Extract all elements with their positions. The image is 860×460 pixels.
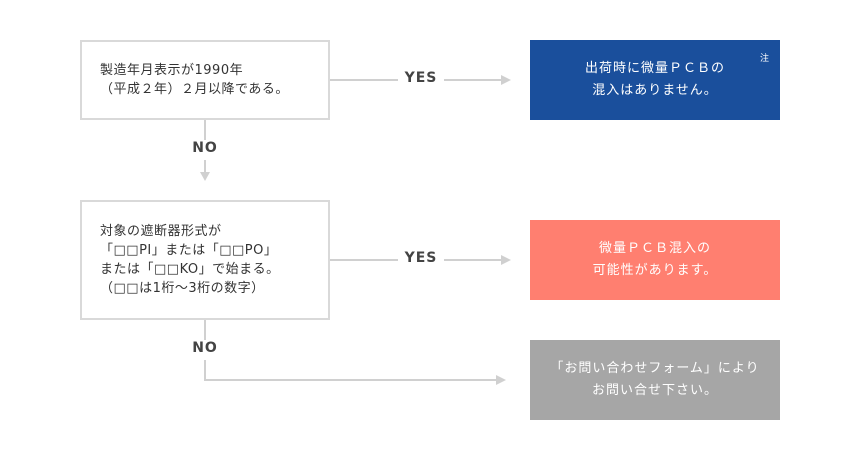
arrowhead-q2-no bbox=[496, 375, 506, 385]
no-label-2: NO bbox=[187, 340, 223, 360]
result-box-no-pcb: 出荷時に微量ＰＣＢの 混入はありません。 注 bbox=[530, 40, 780, 120]
yes-label-1: YES bbox=[398, 70, 444, 90]
question-2-line-4: （□□は1桁〜3桁の数字） bbox=[100, 281, 265, 296]
question-1-line-1: 製造年月表示が1990年 bbox=[100, 63, 244, 78]
result-2-line-2: 可能性があります。 bbox=[592, 263, 718, 278]
question-2-line-1: 対象の遮断器形式が bbox=[100, 224, 222, 239]
question-box-breaker-type: 対象の遮断器形式が 「□□PI」または「□□PO」 または「□□KO」で始まる。… bbox=[80, 200, 330, 320]
arrowhead-q1-no bbox=[200, 172, 210, 181]
question-box-manufacture-date: 製造年月表示が1990年 （平成２年）２月以降である。 bbox=[80, 40, 330, 120]
yes-label-2: YES bbox=[398, 250, 444, 270]
result-3-line-1: 「お問い合わせフォーム」により bbox=[550, 361, 760, 376]
result-2-line-1: 微量ＰＣＢ混入の bbox=[598, 241, 711, 256]
result-3-line-2: お問い合せ下さい。 bbox=[591, 383, 718, 398]
question-1-line-2: （平成２年）２月以降である。 bbox=[100, 82, 289, 97]
connector-q2-no bbox=[204, 320, 500, 381]
arrowhead-q1-yes bbox=[501, 75, 511, 85]
question-2-line-2: 「□□PI」または「□□PO」 bbox=[100, 243, 278, 258]
no-label-1: NO bbox=[187, 140, 223, 160]
result-1-line-1: 出荷時に微量ＰＣＢの bbox=[584, 61, 725, 76]
arrowhead-q2-yes bbox=[501, 255, 511, 265]
note-marker: 注 bbox=[759, 54, 770, 64]
result-box-contact-form: 「お問い合わせフォーム」により お問い合せ下さい。 bbox=[530, 340, 780, 420]
result-box-pcb-possible: 微量ＰＣＢ混入の 可能性があります。 bbox=[530, 220, 780, 300]
result-1-line-2: 混入はありません。 bbox=[592, 83, 718, 98]
question-2-line-3: または「□□KO」で始まる。 bbox=[100, 262, 280, 277]
